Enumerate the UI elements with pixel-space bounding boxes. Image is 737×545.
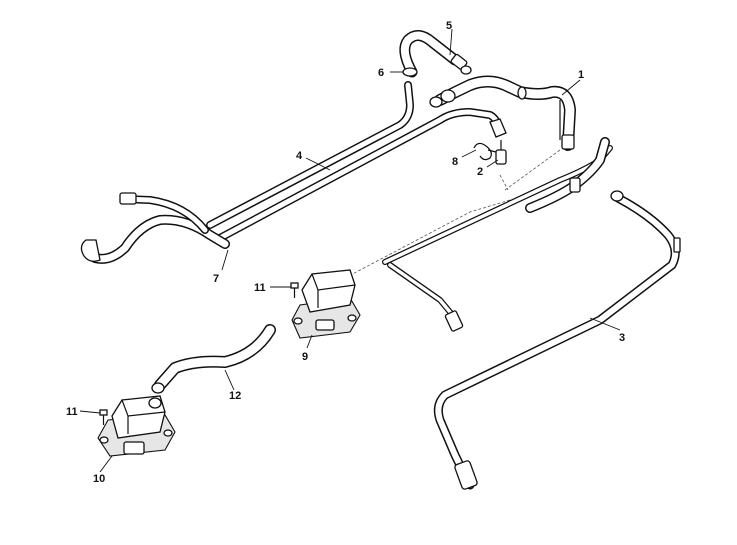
callout-2: 2 xyxy=(477,166,483,178)
callout-12: 12 xyxy=(229,390,241,402)
hose-5 xyxy=(399,30,472,78)
bolt-11-lower xyxy=(99,409,108,425)
callout-labels: 1 2 3 4 5 6 7 8 9 10 11 11 12 xyxy=(66,20,625,485)
hose-1 xyxy=(429,75,576,151)
callout-6: 6 xyxy=(378,67,384,79)
hose-3 xyxy=(433,190,681,490)
assembly-reference-lines xyxy=(344,149,561,279)
bolt-11-upper xyxy=(290,282,299,298)
callout-11-lower: 11 xyxy=(66,406,78,418)
pipe-central xyxy=(382,137,613,332)
callout-11-upper: 11 xyxy=(254,282,266,294)
callout-10: 10 xyxy=(93,473,105,485)
hose-12 xyxy=(151,324,276,394)
fitting-2 xyxy=(495,140,507,165)
hose-4 xyxy=(206,81,507,242)
callout-9: 9 xyxy=(302,351,308,363)
callout-3: 3 xyxy=(619,332,625,344)
o-ring-6 xyxy=(402,67,418,77)
callout-8: 8 xyxy=(452,156,458,168)
callout-1: 1 xyxy=(578,69,584,81)
clip-8 xyxy=(473,142,497,161)
module-9 xyxy=(291,269,361,339)
hose-7 xyxy=(80,192,230,264)
callout-5: 5 xyxy=(446,20,452,32)
callout-7: 7 xyxy=(213,273,219,285)
leader-lines xyxy=(79,28,621,473)
module-10 xyxy=(97,395,176,457)
callout-4: 4 xyxy=(296,150,303,162)
